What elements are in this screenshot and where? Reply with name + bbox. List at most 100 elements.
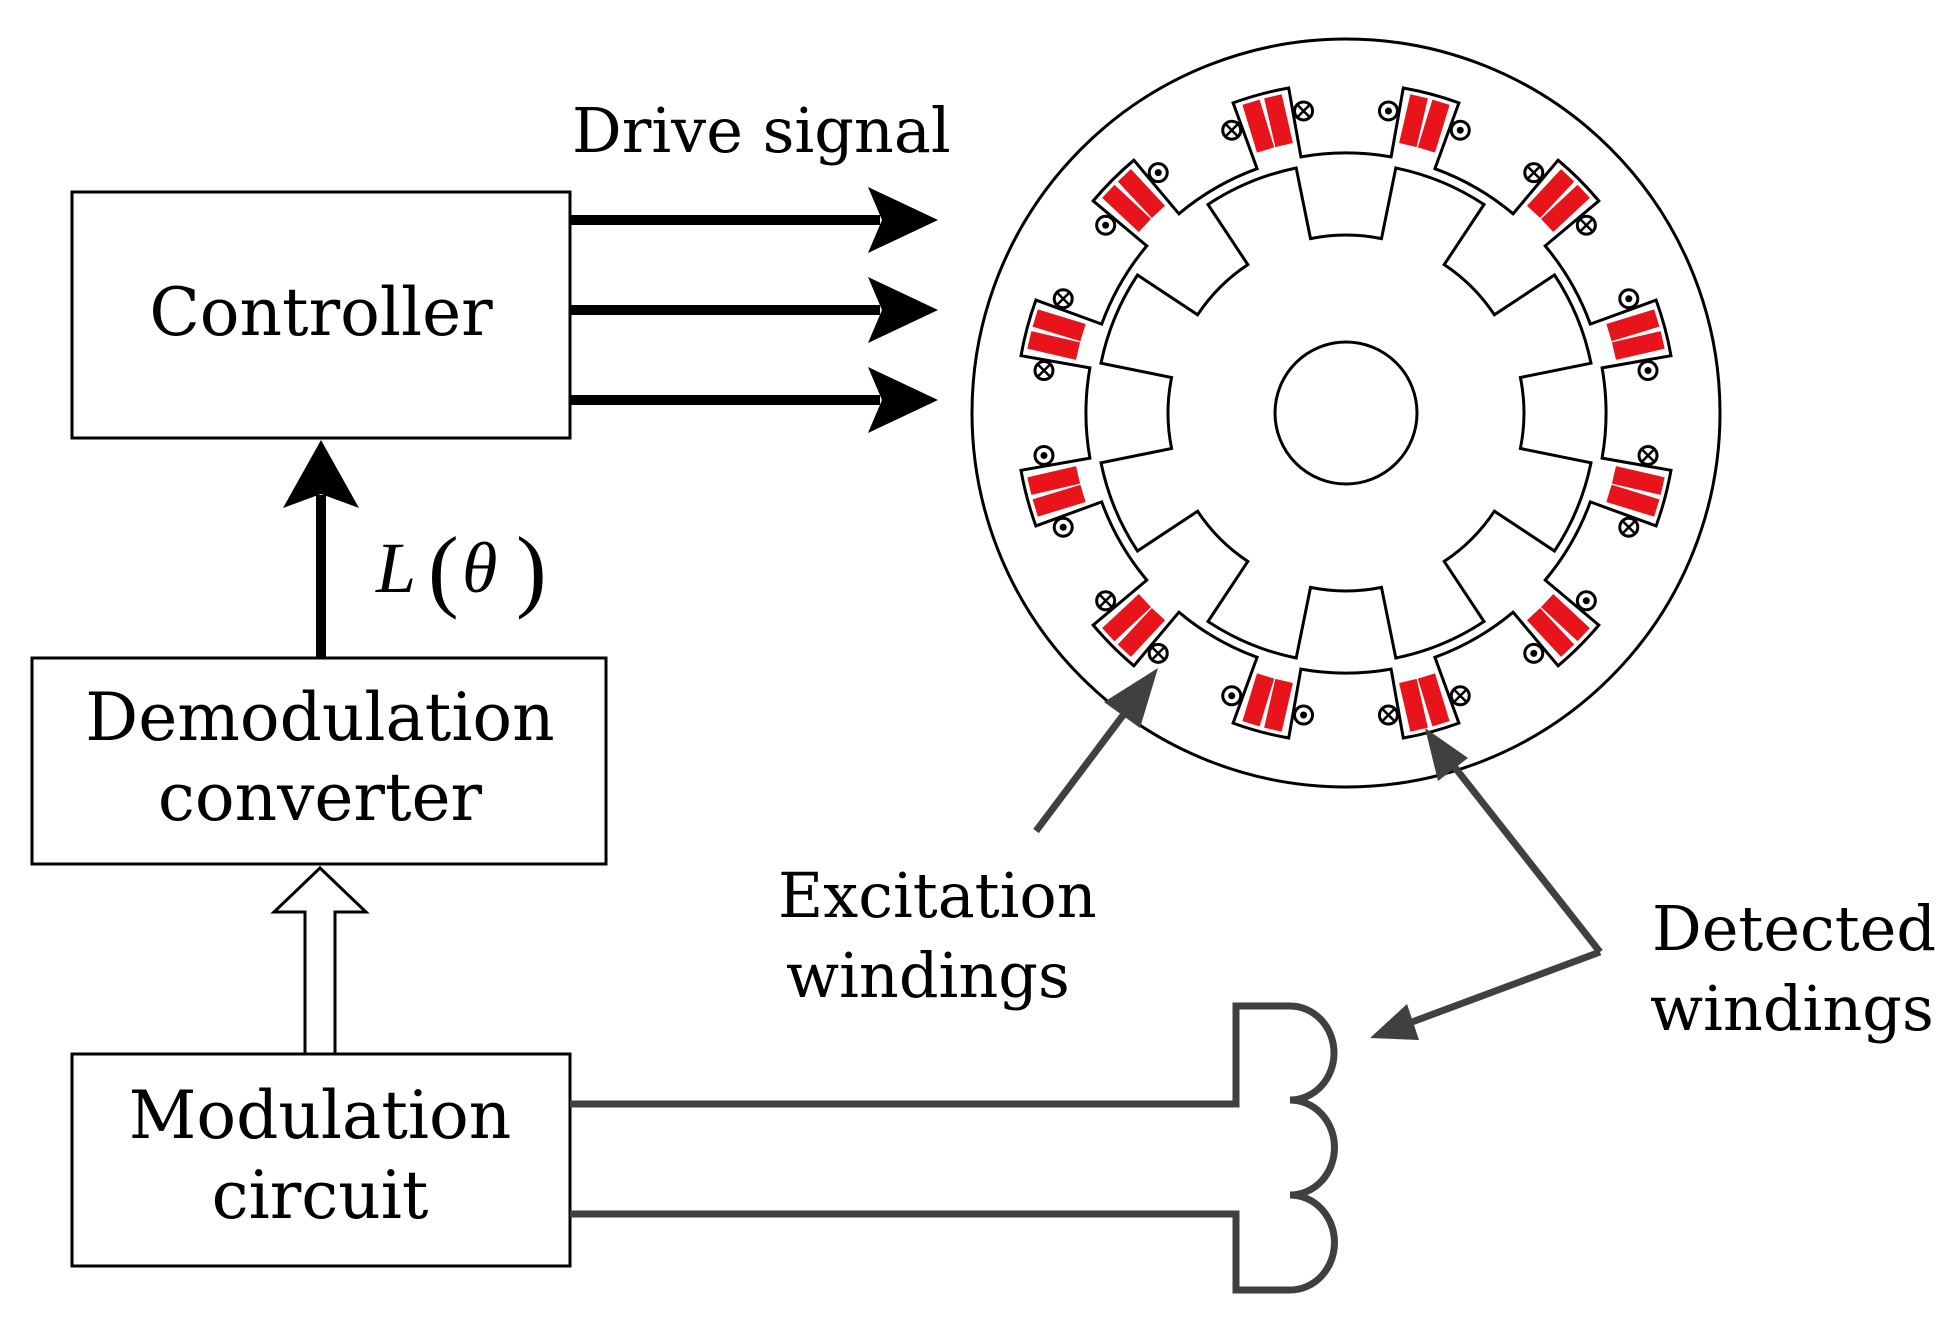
winding-coil-side [1027, 466, 1081, 495]
winding-coil-side [1540, 593, 1590, 642]
demodulation-label-line2: converter [158, 759, 483, 836]
winding-coil-side [1264, 678, 1293, 732]
winding-coil-side [1611, 331, 1665, 360]
symbol-cross [1056, 291, 1071, 306]
current-in-symbol [1449, 685, 1471, 707]
current-in-symbol [1052, 288, 1074, 310]
winding-coil-side [1032, 484, 1086, 517]
current-in-symbol [1637, 444, 1659, 466]
demodulation-converter-block [30, 656, 608, 866]
hollow-arrow [270, 865, 370, 1056]
excitation-windings-label-line2: windings [786, 939, 1070, 1012]
modulation-label-line1: Modulation [129, 1077, 511, 1154]
winding-coil-side [1417, 673, 1450, 727]
feedback-open-paren: ( [428, 518, 459, 620]
current-in-symbol [1618, 516, 1640, 538]
demodulation-label-line1: Demodulation [85, 679, 554, 756]
symbol-dot [1582, 597, 1590, 605]
winding-coil-side [1032, 309, 1086, 342]
current-out-symbol [1095, 214, 1117, 236]
current-in-symbol [1095, 590, 1117, 612]
excitation-windings-label-line1: Excitation [778, 859, 1097, 932]
current-out-symbol [1523, 642, 1545, 664]
switched-reluctance-motor [970, 37, 1722, 789]
detected-windings-label-line2: windings [1650, 972, 1934, 1045]
feedback-arrow [283, 440, 359, 658]
symbol-dot [1040, 451, 1048, 459]
current-out-symbol [1637, 360, 1659, 382]
symbol-cross [1037, 363, 1051, 378]
symbol-cross [1621, 520, 1636, 535]
symbol-dot [1059, 523, 1067, 531]
modulation-label-line2: circuit [212, 1157, 429, 1234]
current-out-symbol [1221, 685, 1243, 707]
excitation-pointer-arrow [1033, 668, 1158, 834]
current-in-symbol [1147, 642, 1169, 664]
current-in-symbol [1033, 360, 1055, 382]
drive-signal-label: Drive signal [572, 94, 951, 167]
current-out-symbol [1293, 704, 1315, 726]
winding-coil-side [1399, 678, 1428, 732]
symbol-cross [1296, 104, 1311, 118]
symbol-dot [1456, 126, 1464, 134]
detected-windings-label-line1: Detected [1652, 892, 1936, 965]
symbol-dot [1530, 649, 1538, 657]
current-out-symbol [1052, 516, 1074, 538]
symbol-cross [1151, 646, 1166, 661]
symbol-dot [1644, 367, 1652, 375]
detection-coil [1289, 1002, 1338, 1294]
winding-coil-side [1526, 169, 1575, 219]
winding-coil-side [1242, 99, 1275, 153]
current-out-symbol [1147, 162, 1169, 184]
symbol-dot [1384, 107, 1392, 115]
current-in-symbol [1221, 119, 1243, 141]
winding-coil-side [1606, 484, 1660, 517]
windings [1027, 94, 1665, 732]
current-in-symbol [1293, 100, 1315, 122]
current-out-symbol [1033, 444, 1055, 466]
winding-coil-side [1611, 466, 1665, 495]
symbol-cross [1641, 448, 1655, 463]
drive-signal-arrows [570, 187, 938, 433]
symbol-dot [1102, 221, 1110, 229]
controller-label: Controller [149, 274, 493, 351]
winding-coil-side [1102, 593, 1152, 642]
current-out-symbol [1449, 119, 1471, 141]
feedback-formula: L ( θ ) [375, 518, 547, 620]
winding-coil-side [1606, 309, 1660, 342]
modulation-to-coil-lines [570, 1002, 1290, 1294]
symbol-cross [1579, 218, 1594, 233]
current-out-symbol [1618, 288, 1640, 310]
symbol-cross [1224, 123, 1239, 138]
feedback-theta: θ [462, 528, 497, 608]
current-in-symbol [1523, 162, 1545, 184]
winding-coil-side [1540, 184, 1590, 233]
detected-pointer-arrows [1370, 728, 1603, 1040]
symbol-dot [1625, 295, 1633, 303]
symbol-cross [1098, 593, 1113, 608]
winding-coil-side [1027, 331, 1081, 360]
symbol-cross [1526, 165, 1541, 180]
winding-coil-side [1117, 169, 1166, 219]
motor-shaft [1273, 340, 1419, 486]
symbol-cross [1453, 688, 1468, 703]
feedback-close-paren: ) [516, 518, 547, 620]
symbol-dot [1228, 692, 1236, 700]
feedback-symbol: L [375, 528, 416, 608]
current-in-symbol [1377, 704, 1399, 726]
symbol-dot [1154, 169, 1162, 177]
symbol-dot [1300, 711, 1308, 719]
winding-coil-side [1242, 673, 1275, 727]
winding-coil-side [1264, 94, 1293, 148]
symbol-cross [1381, 708, 1396, 722]
winding-coil-side [1102, 184, 1152, 233]
winding-coil-side [1526, 607, 1575, 657]
winding-coil-side [1117, 607, 1166, 657]
current-out-symbol [1377, 100, 1399, 122]
controller-block [70, 190, 572, 440]
current-in-symbol [1575, 214, 1597, 236]
winding-coil-side [1399, 94, 1428, 148]
current-out-symbol [1575, 590, 1597, 612]
winding-coil-side [1417, 99, 1450, 153]
